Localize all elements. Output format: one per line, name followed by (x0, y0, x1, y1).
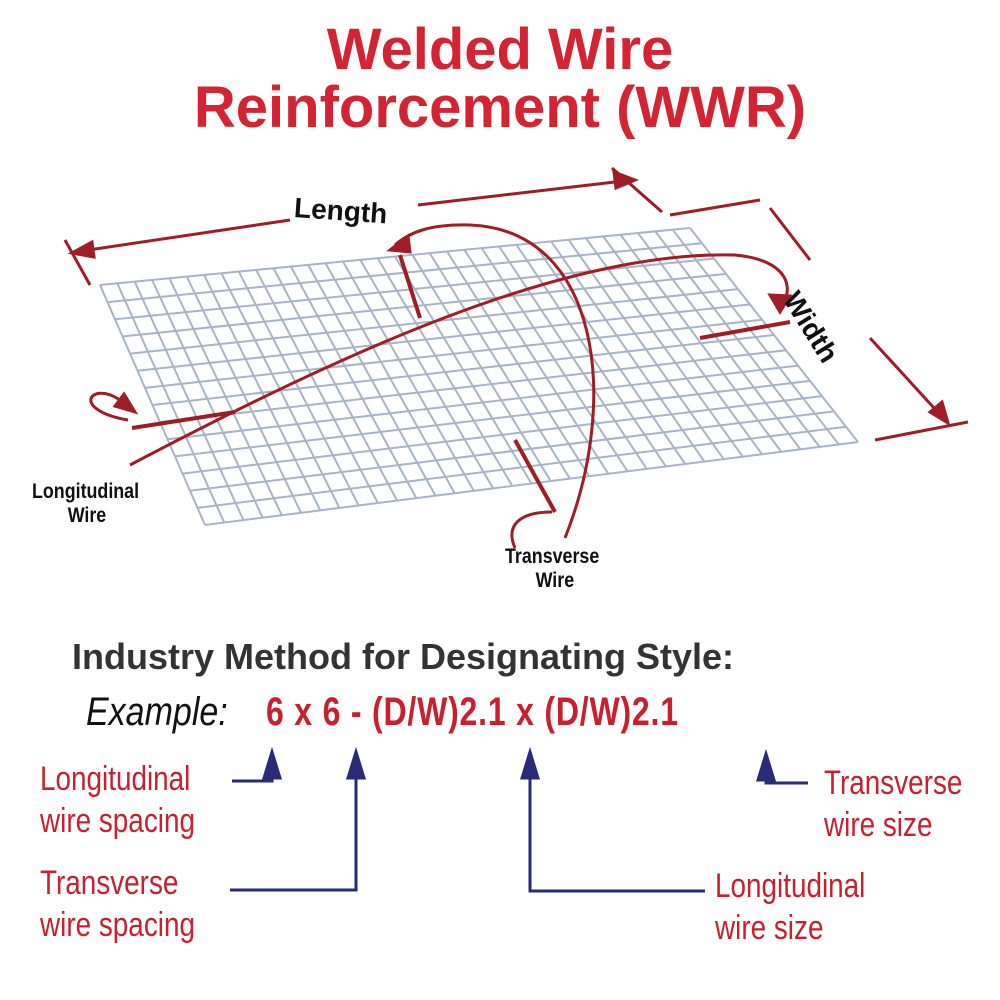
label-line: wire spacing (40, 906, 195, 944)
length-label: Length (293, 192, 389, 230)
label-line: Transverse (505, 545, 600, 568)
mesh-wire (197, 425, 847, 509)
transverse-wire-curve (394, 223, 596, 539)
transverse-pointer (510, 510, 553, 549)
mesh-wire (167, 364, 799, 441)
label-line: Transverse (824, 764, 963, 802)
label-line: Wire (535, 569, 575, 592)
label-line: Longitudinal (40, 760, 191, 798)
label-line: Wire (67, 504, 107, 527)
trans-spacing-label: Transverse wire spacing (40, 862, 195, 946)
arrow-head-icon (112, 391, 139, 415)
label-line: wire size (715, 909, 824, 947)
arrow-head-icon (767, 293, 793, 315)
long-size-label: Longitudinal wire size (715, 865, 865, 949)
transverse-wire-label: Transverse Wire (505, 545, 599, 593)
designation-pointers (230, 746, 808, 893)
mesh-wire (204, 441, 859, 526)
longitudinal-pointer (89, 391, 129, 422)
longitudinal-wire-right (699, 320, 791, 340)
title-line-1: Welded Wire (326, 17, 674, 82)
longitudinal-wire-left (131, 410, 236, 430)
width-arrow-top (768, 207, 812, 261)
mesh-wire (189, 410, 835, 492)
label-line: wire size (824, 806, 933, 844)
mesh-wire (114, 257, 715, 321)
trans-size-label: Transverse wire size (824, 762, 962, 846)
mesh-wire (137, 303, 751, 372)
label-line: Longitudinal (32, 480, 140, 503)
arrow-head-icon (612, 169, 640, 191)
arrow-head-icon (386, 233, 412, 254)
title-line-2: Reinforcement (WWR) (193, 75, 807, 140)
example-code: 6 x 6 - (D/W)2.1 x (D/W)2.1 (266, 690, 679, 734)
mesh-wire (182, 395, 823, 475)
length-arrow-left (74, 218, 291, 254)
arrow-head-icon (927, 399, 951, 427)
transverse-wire-top (398, 254, 422, 319)
long-spacing-label: Longitudinal wire spacing (40, 758, 195, 842)
transverse-wire-bottom (513, 439, 557, 513)
mesh-wire (122, 272, 727, 338)
longitudinal-wire-label: Longitudinal Wire (32, 480, 139, 528)
arrow-up-icon (755, 748, 777, 782)
example-line: Example: 6 x 6 - (D/W)2.1 x (D/W)2.1 (86, 690, 678, 735)
arrow-up-icon (345, 746, 367, 780)
width-arrow-bottom (868, 336, 947, 422)
width-tick-top (669, 198, 761, 217)
example-word: Example: (86, 690, 228, 734)
length-arrow-right (417, 178, 633, 207)
width-tick-bottom (874, 420, 969, 442)
arrow-up-icon (519, 746, 541, 780)
mesh-wire (144, 318, 763, 389)
label-line: Longitudinal (715, 867, 866, 905)
label-line: Transverse (40, 864, 179, 902)
arrow-head-icon (67, 239, 96, 259)
length-tick-left (63, 239, 92, 286)
mesh-wire (152, 334, 775, 406)
longitudinal-wire-curve (129, 253, 789, 467)
mesh-wire (99, 227, 691, 286)
dimension-lines (63, 166, 969, 549)
wire-mesh-grid (99, 227, 859, 526)
mesh-wire (159, 349, 787, 424)
designation-heading: Industry Method for Designating Style: (72, 636, 735, 677)
mesh-wire (174, 379, 811, 458)
label-line: wire spacing (40, 802, 195, 840)
arrow-up-icon (261, 746, 283, 780)
